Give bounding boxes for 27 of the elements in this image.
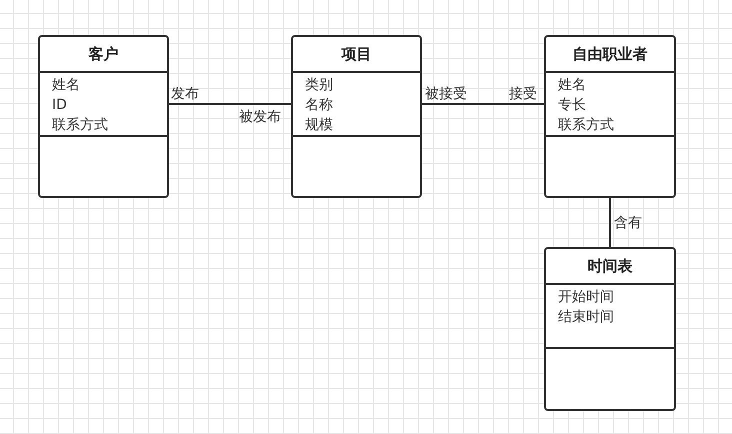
class-name: 客户 — [40, 37, 167, 73]
role-label: 被发布 — [239, 108, 281, 126]
class-box — [38, 35, 169, 198]
class-box — [291, 35, 422, 198]
attribute-text: 姓名 — [558, 76, 586, 95]
attribute-text: 名称 — [305, 96, 333, 115]
association-line — [609, 198, 611, 247]
role-label: 被接受 — [425, 85, 467, 103]
attribute-text: 规模 — [305, 116, 333, 135]
attribute-text: ID — [52, 96, 67, 115]
association-line — [422, 103, 544, 105]
attribute-text: 联系方式 — [558, 116, 614, 135]
class-name: 自由职业者 — [546, 37, 674, 73]
attribute-text: 结束时间 — [558, 308, 614, 327]
attribute-text: 类别 — [305, 76, 333, 95]
class-name: 时间表 — [546, 249, 674, 285]
class-box — [544, 247, 676, 411]
role-label: 接受 — [509, 85, 537, 103]
attribute-text: 专长 — [558, 96, 586, 115]
attribute-text: 开始时间 — [558, 288, 614, 307]
class-box — [544, 35, 676, 198]
class-name: 项目 — [293, 37, 420, 73]
role-label: 发布 — [171, 85, 199, 103]
edge-label: 含有 — [614, 214, 642, 232]
association-line — [169, 103, 291, 105]
attribute-text: 联系方式 — [52, 116, 108, 135]
attribute-text: 姓名 — [52, 76, 80, 95]
